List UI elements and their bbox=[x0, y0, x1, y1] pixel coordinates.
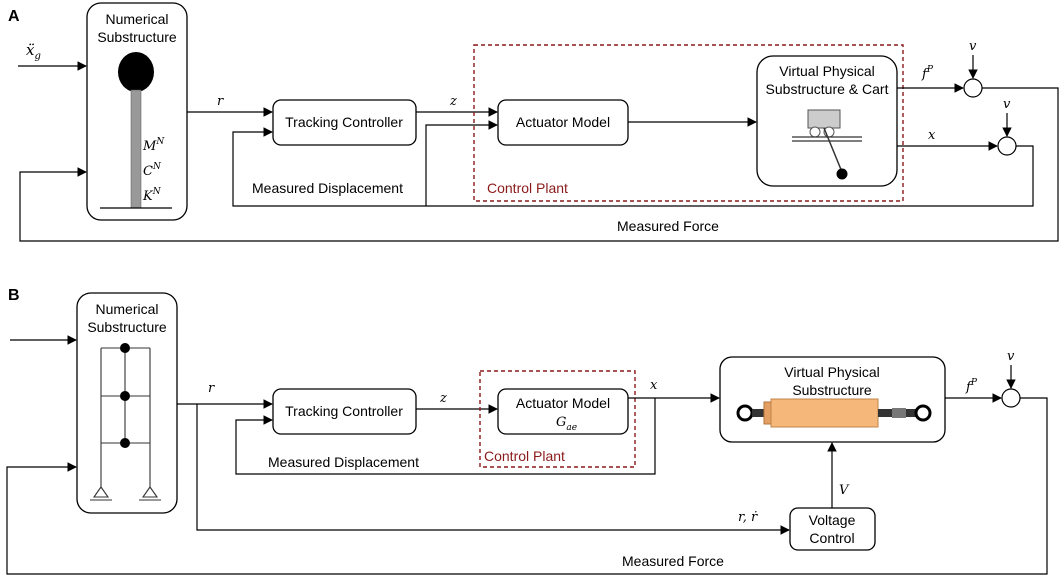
b-force-feedback bbox=[6, 397, 1048, 575]
a-numerical-title-2: Substructure bbox=[97, 29, 177, 45]
b-numerical-title-1: Numerical bbox=[95, 301, 158, 317]
b-voltage-title-1: Voltage bbox=[809, 512, 856, 528]
a-mass-icon bbox=[118, 52, 154, 92]
b-vps-title-1: Virtual Physical bbox=[784, 364, 879, 380]
a-vps-title-2: Substructure & Cart bbox=[766, 81, 889, 97]
a-displacement-feedback bbox=[232, 127, 1034, 207]
a-control-plant-label: Control Plant bbox=[487, 180, 568, 196]
b-floor-mass-3 bbox=[120, 438, 130, 448]
b-fp-label: fP bbox=[965, 378, 978, 395]
a-z-label: z bbox=[449, 94, 457, 109]
b-z-label: z bbox=[439, 391, 447, 406]
a-sum-junction-displacement bbox=[997, 136, 1017, 156]
a-cart-pendulum-icon bbox=[792, 109, 862, 180]
b-measured-displacement-label: Measured Displacement bbox=[268, 454, 419, 470]
a-param-k: KN bbox=[142, 187, 162, 204]
a-tracking-controller-label: Tracking Controller bbox=[285, 114, 403, 130]
b-sum-junction-force bbox=[1001, 388, 1021, 408]
a-param-c: CN bbox=[143, 162, 162, 179]
a-displacement-to-actuator bbox=[425, 120, 498, 206]
panel-b-letter: B bbox=[8, 287, 20, 304]
b-floor-mass-1 bbox=[120, 343, 130, 353]
a-actuator-model-label: Actuator Model bbox=[516, 114, 610, 130]
b-tracking-controller-box bbox=[272, 388, 417, 435]
b-numerical-title-2: Substructure bbox=[87, 319, 167, 335]
a-vps-title-1: Virtual Physical bbox=[779, 63, 874, 79]
panel-a-letter: A bbox=[8, 8, 20, 25]
a-tracking-controller-box bbox=[272, 99, 417, 146]
a-sum-junction-force bbox=[963, 78, 983, 98]
b-tracking-controller-label: Tracking Controller bbox=[285, 403, 403, 419]
b-control-plant-region bbox=[479, 370, 636, 468]
b-V-label: V bbox=[839, 483, 850, 498]
a-r-label: r bbox=[217, 94, 224, 109]
b-r-rdot-label: r, ṙ bbox=[738, 510, 758, 525]
a-fp-label: fP bbox=[921, 65, 934, 82]
a-input-label: ẍg bbox=[26, 41, 41, 62]
a-measured-force-label: Measured Force bbox=[617, 218, 719, 234]
b-actuator-model-label: Actuator Model bbox=[516, 395, 610, 411]
b-x-label: x bbox=[650, 378, 658, 393]
b-v-label: v bbox=[1007, 349, 1015, 364]
a-measured-displacement-label: Measured Displacement bbox=[252, 180, 403, 196]
b-r-rdot-line bbox=[196, 404, 790, 535]
b-measured-force-label: Measured Force bbox=[622, 553, 724, 569]
a-param-m: MN bbox=[142, 137, 165, 154]
b-actuator-model-box bbox=[497, 388, 629, 435]
a-v-label-1: v bbox=[969, 39, 977, 54]
a-v-label-2: v bbox=[1003, 97, 1011, 112]
b-r-label: r bbox=[208, 381, 215, 396]
b-actuator-gae: Gae bbox=[556, 415, 577, 433]
a-numerical-title-1: Numerical bbox=[105, 11, 168, 27]
a-force-feedback bbox=[19, 87, 1059, 242]
b-control-plant-label: Control Plant bbox=[484, 448, 565, 464]
b-displacement-feedback bbox=[235, 398, 656, 475]
b-damper-icon bbox=[736, 398, 932, 428]
b-voltage-title-2: Control bbox=[809, 530, 854, 546]
b-vps-title-2: Substructure bbox=[792, 382, 872, 398]
b-floor-mass-2 bbox=[120, 391, 130, 401]
a-control-plant-region bbox=[473, 44, 904, 202]
a-x-label: x bbox=[928, 128, 936, 143]
a-column-icon bbox=[130, 89, 142, 209]
